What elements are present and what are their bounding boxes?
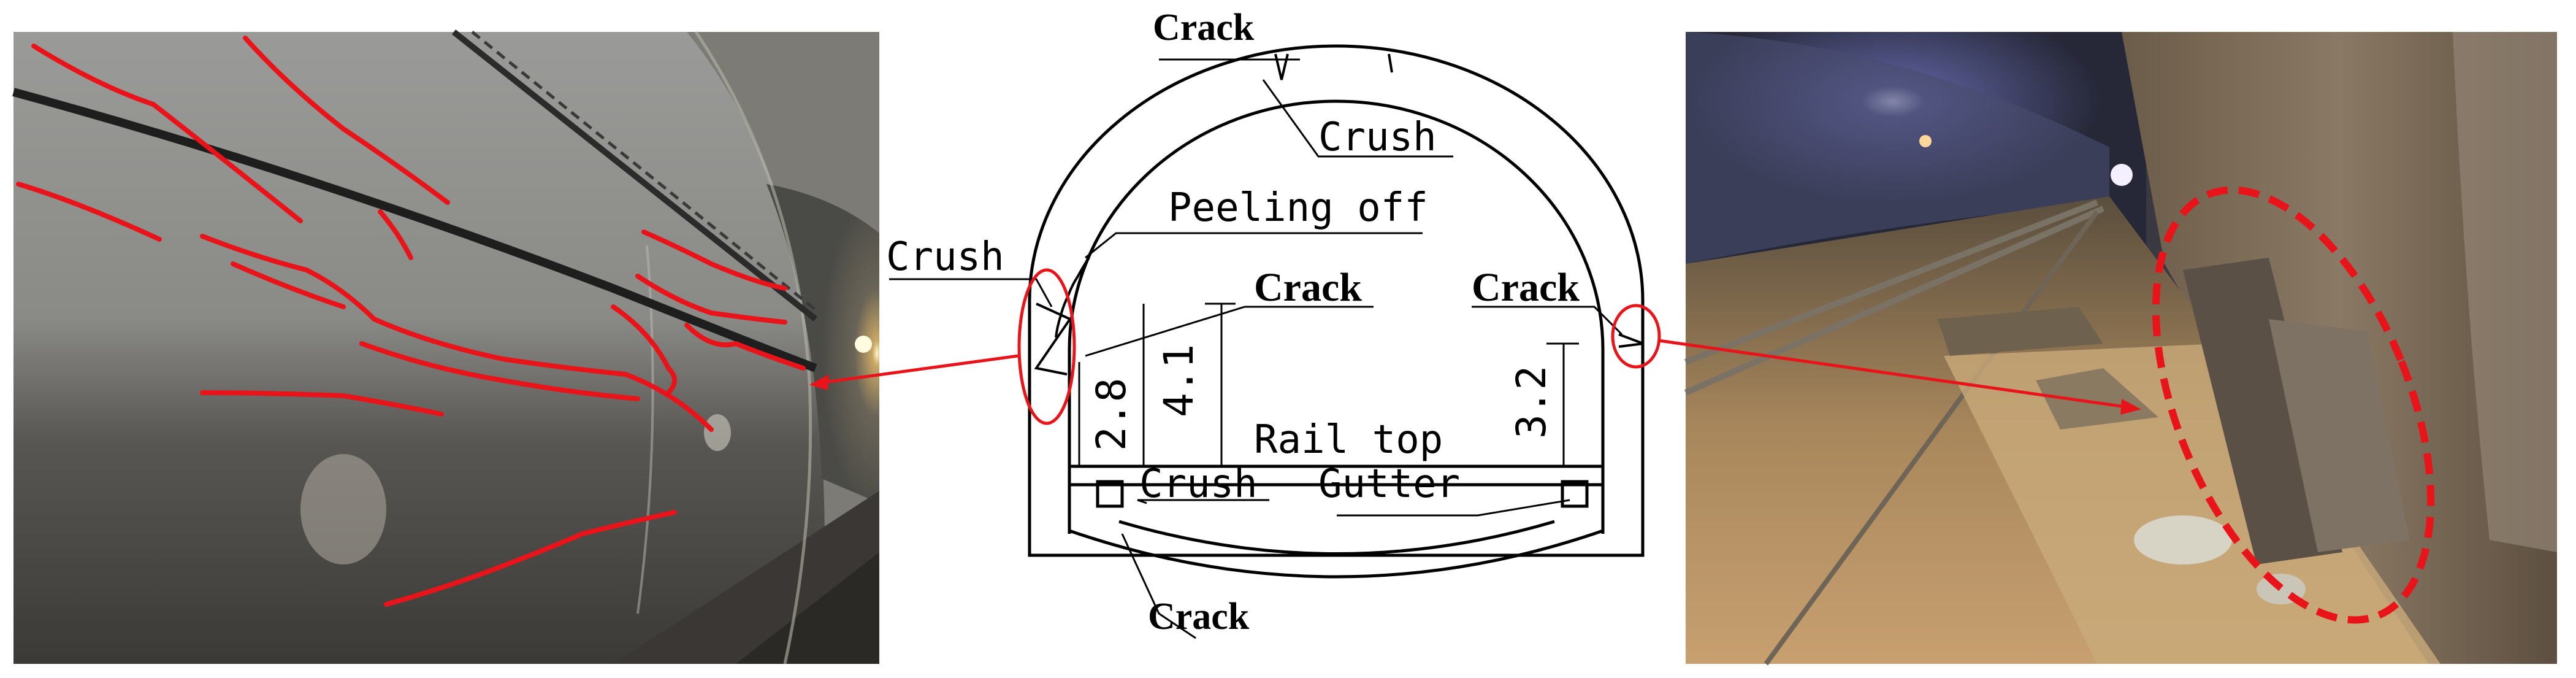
- label-rail-top: Rail top: [1254, 417, 1443, 463]
- dimension-3-2: 3.2: [1508, 366, 1555, 439]
- left-arrow: [815, 354, 1019, 385]
- right-arrow: [1658, 339, 2135, 410]
- right-arrow-head: [2120, 399, 2141, 415]
- label-crack-bottom: Crack: [1148, 596, 1250, 638]
- right-tunnel-photo: [1684, 32, 2557, 666]
- dimension-2-8: 2.8: [1088, 378, 1135, 451]
- right-crack-circle: [1611, 304, 1661, 369]
- left-arrow-head: [809, 374, 829, 390]
- label-crush-top: Crush: [1318, 115, 1437, 160]
- tunnel-cross-section: [889, 44, 1645, 639]
- label-crack-right: Crack: [1472, 265, 1580, 310]
- drawing-labels: Crack Crush Peeling off Crush Crack Crac…: [886, 7, 1580, 638]
- label-crack-left: Crack: [1254, 265, 1362, 310]
- dimension-4-1: 4.1: [1155, 344, 1202, 417]
- left-tunnel-photo: [12, 29, 879, 665]
- label-crush-left: Crush: [886, 234, 1004, 280]
- damage-ellipse: [2152, 186, 2435, 624]
- crack-traces-left: [16, 36, 806, 607]
- left-crush-circle: [1017, 268, 1076, 425]
- reference-markers: [809, 268, 2141, 425]
- label-crack-top: Crack: [1153, 7, 1255, 48]
- label-gutter: Gutter: [1318, 461, 1460, 507]
- label-crush-bottom: Crush: [1139, 461, 1258, 507]
- label-peeling-off: Peeling off: [1168, 185, 1428, 231]
